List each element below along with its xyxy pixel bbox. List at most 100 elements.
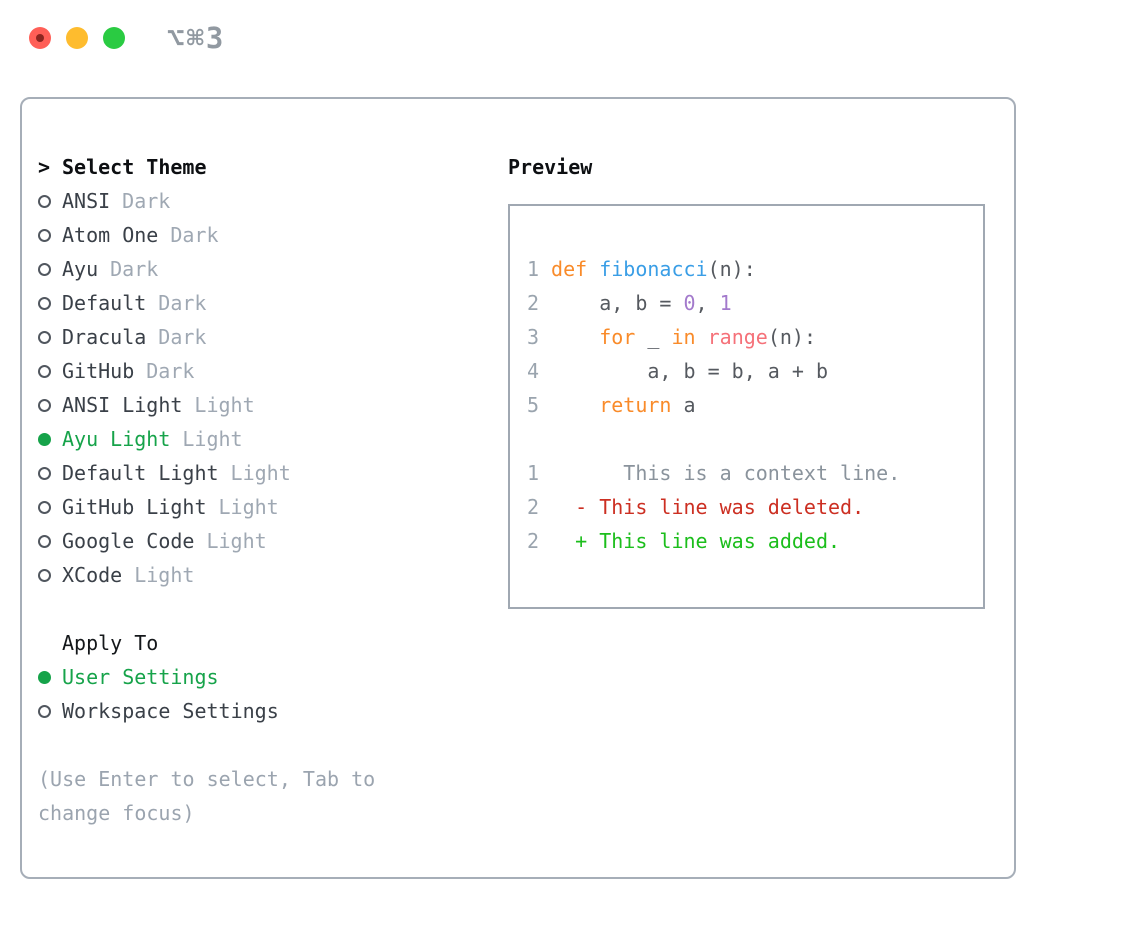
theme-name: ANSI Light (62, 393, 183, 417)
radio-icon (38, 228, 51, 242)
minimize-icon[interactable] (66, 27, 88, 49)
window-title: ⌥⌘3 (167, 21, 226, 55)
select-theme-header: > Select Theme (38, 150, 488, 184)
theme-name: Atom One (62, 223, 159, 247)
apply-to-title: Apply To (62, 631, 159, 655)
code-line (527, 422, 983, 456)
theme-variant-tag: Light (206, 529, 267, 553)
line-number: 1 (527, 257, 540, 281)
radio-icon (38, 262, 51, 276)
code-segment: - This line was deleted. (551, 495, 865, 519)
radio-icon (38, 534, 51, 548)
theme-name: Dracula (62, 325, 147, 349)
apply-to-label: Workspace Settings (62, 699, 279, 723)
theme-option[interactable]: GitHub Light Light (38, 490, 488, 524)
radio-icon (38, 194, 51, 208)
hint-line-2: change focus) (38, 801, 195, 825)
code-line: 1 This is a context line. (527, 456, 983, 490)
spacer (38, 592, 488, 626)
code-line: 3 for _ in range(n): (527, 320, 983, 354)
code-segment: , (695, 291, 720, 315)
theme-name: ANSI (62, 189, 111, 213)
radio-icon (38, 330, 51, 344)
code-segment: 0 (683, 291, 696, 315)
theme-option[interactable]: ANSI Dark (38, 184, 488, 218)
code-segment: + This line was added. (551, 529, 841, 553)
theme-variant-tag: Light (218, 495, 279, 519)
code-segment: def (551, 257, 588, 281)
code-line: 2 a, b = 0, 1 (527, 286, 983, 320)
line-number: 3 (527, 325, 540, 349)
zoom-icon[interactable] (103, 27, 125, 49)
line-number: 4 (527, 359, 540, 383)
apply-to-option[interactable]: Workspace Settings (38, 694, 488, 728)
theme-name: GitHub Light (62, 495, 207, 519)
radio-icon (38, 296, 51, 310)
code-segment (551, 393, 599, 417)
theme-variant-tag: Dark (158, 325, 207, 349)
code-segment (696, 325, 708, 349)
spacer (38, 728, 488, 762)
theme-name: GitHub (62, 359, 135, 383)
hint-line-1: (Use Enter to select, Tab to (38, 767, 376, 791)
radio-selected-icon (38, 670, 51, 684)
radio-icon (38, 500, 51, 514)
line-number: 2 (527, 495, 540, 519)
theme-option[interactable]: Atom One Dark (38, 218, 488, 252)
theme-option[interactable]: ANSI Light Light (38, 388, 488, 422)
radio-icon (38, 704, 51, 718)
theme-option[interactable]: GitHub Dark (38, 354, 488, 388)
radio-icon (38, 568, 51, 582)
apply-to-option[interactable]: User Settings (38, 660, 488, 694)
theme-variant-tag: Dark (158, 291, 207, 315)
radio-icon (38, 466, 51, 480)
code-segment: in (671, 325, 696, 349)
theme-option[interactable]: Google Code Light (38, 524, 488, 558)
theme-variant-tag: Light (194, 393, 255, 417)
theme-option[interactable]: Default Dark (38, 286, 488, 320)
line-number: 1 (527, 461, 540, 485)
theme-variant-tag: Light (230, 461, 291, 485)
code-segment: fibonacci (599, 257, 708, 281)
close-icon[interactable] (29, 27, 51, 49)
code-line: 2 + This line was added. (527, 524, 983, 558)
theme-variant-tag: Dark (122, 189, 171, 213)
theme-name: Default (62, 291, 147, 315)
code-line: 5 return a (527, 388, 983, 422)
apply-to-label: User Settings (62, 665, 219, 689)
focus-caret-icon: > (38, 155, 51, 179)
theme-name: Ayu Light (62, 427, 171, 451)
code-segment: (n): (767, 325, 816, 349)
code-segment: a, b = (551, 291, 684, 315)
radio-icon (38, 364, 51, 378)
theme-name: Google Code (62, 529, 195, 553)
code-segment: range (707, 325, 768, 349)
code-segment: _ (635, 325, 672, 349)
theme-variant-tag: Dark (110, 257, 159, 281)
code-line: 2 - This line was deleted. (527, 490, 983, 524)
theme-option[interactable]: Dracula Dark (38, 320, 488, 354)
code-segment (551, 325, 599, 349)
apply-to-header: Apply To (38, 626, 488, 660)
theme-variant-tag: Dark (146, 359, 195, 383)
radio-selected-icon (38, 432, 51, 446)
theme-variant-tag: Dark (170, 223, 219, 247)
theme-variant-tag: Light (182, 427, 243, 451)
theme-variant-tag: Light (134, 563, 195, 587)
code-segment: a (671, 393, 696, 417)
line-number: 2 (527, 291, 540, 315)
code-segment (587, 257, 599, 281)
code-segment: for (599, 325, 636, 349)
radio-icon (38, 398, 51, 412)
theme-option[interactable]: Ayu Light Light (38, 422, 488, 456)
